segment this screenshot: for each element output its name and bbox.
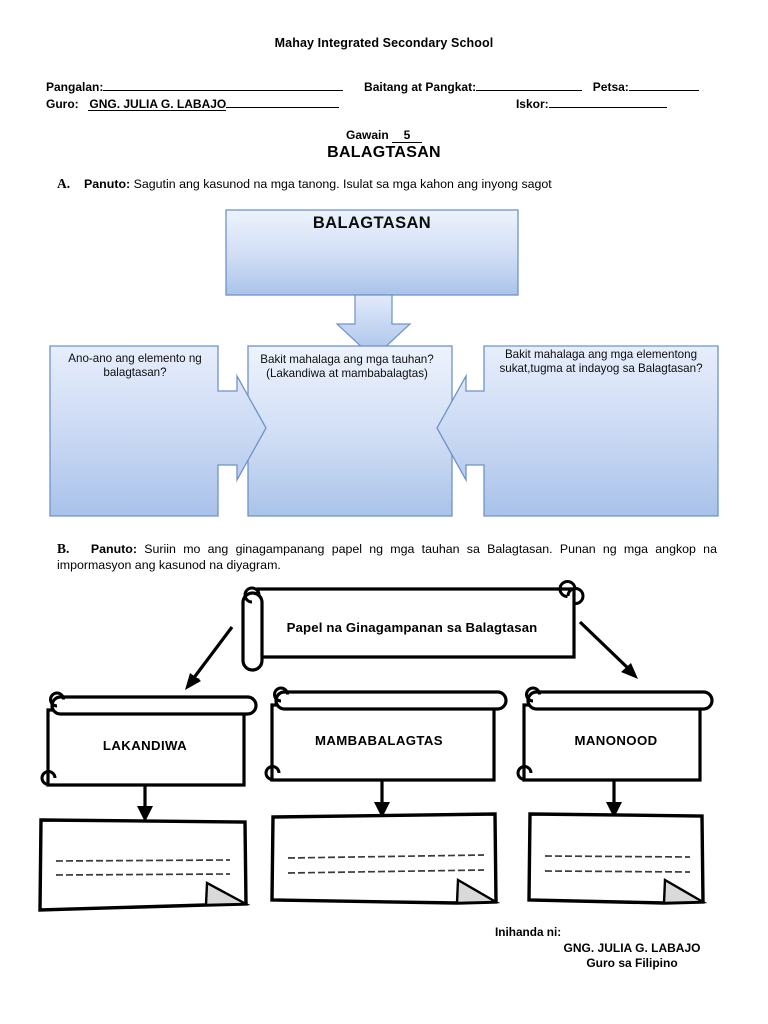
- answer-box-2: [527, 812, 708, 905]
- score-label: Iskor:: [515, 97, 549, 111]
- diagram-a-top-box-label: BALAGTASAN: [312, 214, 432, 232]
- shape-down-arrow: [335, 294, 412, 359]
- activity-label: Gawain: [345, 128, 389, 142]
- diagram-a-right-box-label: Bakit mahalaga ang mga elementong sukat,…: [499, 348, 703, 375]
- name-label: Pangalan:: [46, 80, 104, 94]
- teacher-label: Guro:: [46, 97, 79, 111]
- page-title: BALAGTASAN: [327, 144, 441, 161]
- grade-label: Baitang at Pangkat:: [364, 80, 477, 94]
- role-label-manonood: MANONOOD: [574, 733, 658, 748]
- teacher-blank[interactable]: [226, 96, 340, 108]
- panuto-b-keyword: Panuto:: [90, 542, 138, 556]
- shape-left-arrow: [49, 345, 267, 517]
- shape-role-scroll-0: [40, 691, 258, 787]
- panuto-a: A. Panuto: Sagutin ang kasunod na mga ta…: [57, 176, 717, 192]
- date-blank[interactable]: [628, 79, 699, 91]
- diagram-a-middle-box-label: Bakit mahalaga ang mga tauhan? (Lakandiw…: [260, 353, 434, 380]
- panuto-b-letter: B.: [57, 541, 70, 556]
- date-label: Petsa:: [592, 80, 629, 94]
- role-label-mambabalagtas: MAMBABALAGTAS: [314, 733, 444, 748]
- panuto-b: B. Panuto: Suriin mo ang ginagampanang p…: [57, 541, 717, 573]
- prepared-by-role: Guro sa Filipino: [586, 956, 678, 970]
- arrow-banner-to-lakandiwa: [185, 626, 234, 690]
- diagram-a-left-box-label: Ano-ano ang elemento ng balagtasan?: [68, 352, 202, 379]
- activity-line: Gawain 5: [0, 128, 768, 143]
- answer-box-1: [270, 812, 501, 905]
- answer-box-0: [38, 818, 251, 912]
- school-title: Mahay Integrated Secondary School: [274, 36, 494, 50]
- score-blank[interactable]: [548, 96, 667, 108]
- name-blank[interactable]: [103, 79, 344, 91]
- arrow-to-answer-1: [374, 780, 390, 818]
- shape-role-scroll-1: [264, 686, 508, 782]
- shape-banner-scroll: [241, 580, 585, 672]
- arrow-to-answer-2: [606, 780, 622, 818]
- student-info-row: Pangalan: Baitang at Pangkat: Petsa:: [46, 79, 722, 94]
- diagram-b: [0, 580, 768, 925]
- grade-blank[interactable]: [476, 79, 583, 91]
- prepared-by-label: Inihanda ni:: [495, 925, 562, 939]
- teacher-info-row: Guro: GNG. JULIA G. LABAJO Iskor:: [46, 96, 722, 111]
- arrow-to-answer-0: [137, 785, 153, 822]
- shape-middle-box: [247, 345, 453, 517]
- panuto-a-text: Sagutin ang kasunod na mga tanong. Isula…: [133, 177, 552, 191]
- panuto-a-keyword: Panuto:: [84, 177, 131, 191]
- arrow-banner-to-manonood: [578, 620, 638, 679]
- diagram-a: [0, 200, 768, 530]
- shape-top-box: [225, 209, 519, 296]
- banner-label: Papel na Ginagampanan sa Balagtasan: [286, 620, 538, 635]
- role-label-lakandiwa: LAKANDIWA: [102, 738, 188, 753]
- activity-number: 5: [392, 128, 423, 143]
- panuto-a-letter: A.: [57, 176, 71, 191]
- shape-right-arrow: [436, 345, 719, 517]
- shape-role-scroll-2: [516, 686, 714, 782]
- prepared-by-name: GNG. JULIA G. LABAJO: [563, 941, 701, 955]
- teacher-name-value: GNG. JULIA G. LABAJO: [88, 97, 227, 111]
- panuto-b-text: Suriin mo ang ginagampanang papel ng mga…: [57, 542, 717, 572]
